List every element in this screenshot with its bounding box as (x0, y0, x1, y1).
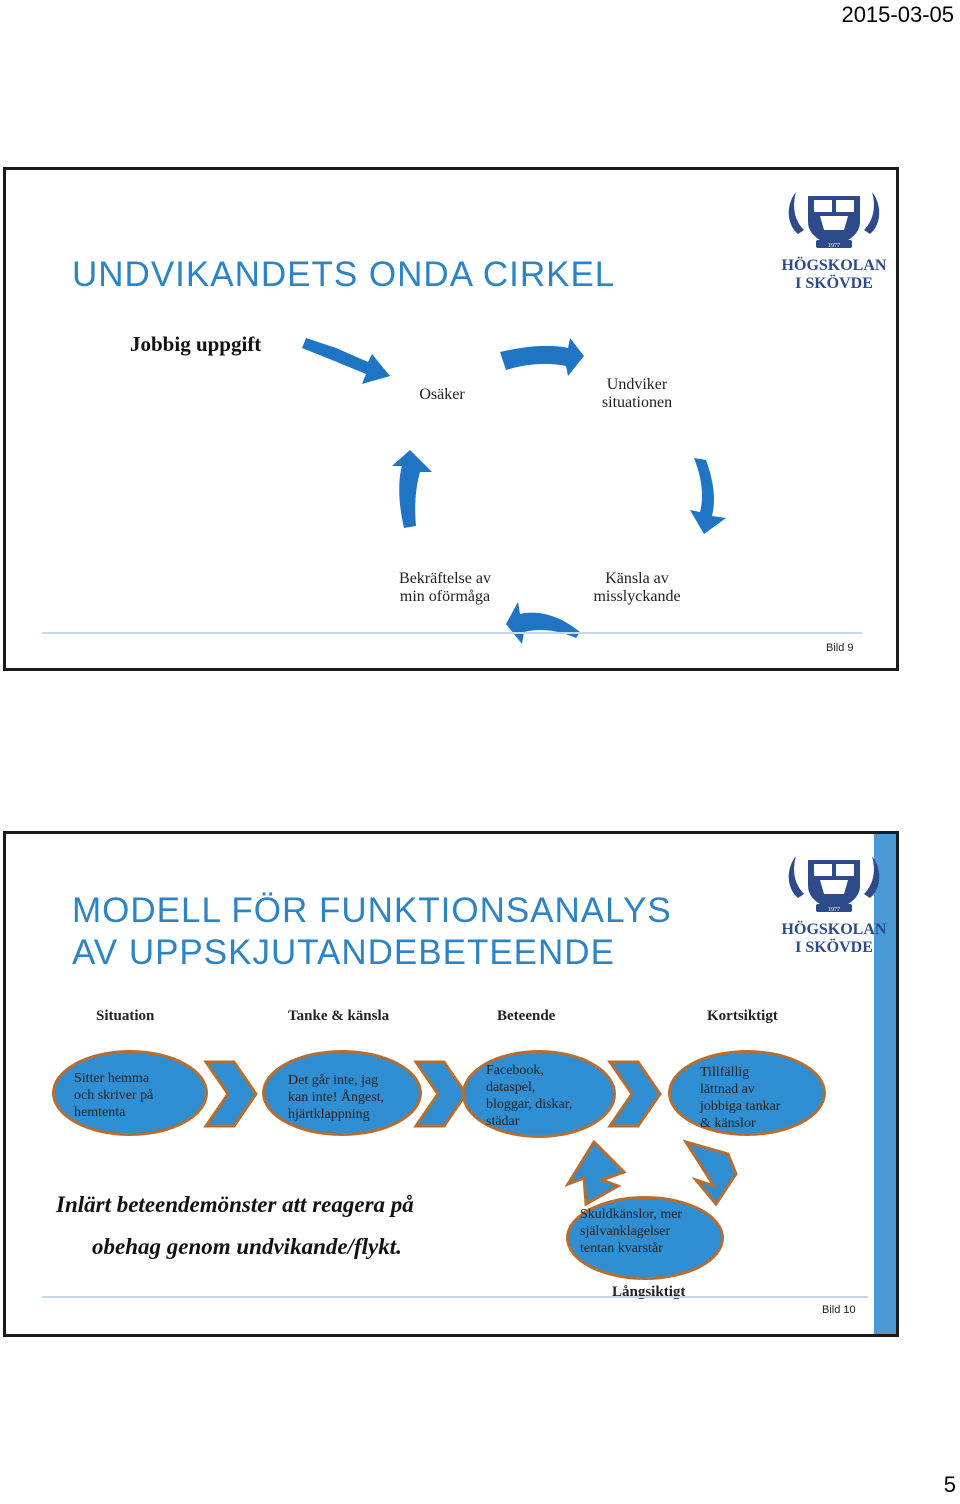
oval-kortsiktigt (668, 1050, 826, 1136)
column-header-situation: Situation (96, 1008, 155, 1024)
logo-year: 1977 (828, 907, 840, 913)
column-header-kortsiktigt: Kortsiktigt (707, 1008, 778, 1024)
long-term-label: Långsiktigt (612, 1284, 686, 1300)
slide-10-title-line-1: MODELL FÖR FUNKTIONSANALYS (72, 891, 672, 930)
oval-kortsiktigt-text: Tillfällig lättnad av jobbiga tankar & k… (700, 1065, 781, 1131)
oval-situation-text: Sitter hemma och skriver på hemtenta (74, 1071, 154, 1120)
logo-crest-icon: 1977 (788, 192, 880, 249)
arrow-start-icon (302, 338, 390, 384)
learned-pattern-line-1: Inlärt beteendemönster att reagera på (56, 1192, 414, 1217)
chevron-right-icon (607, 1060, 662, 1128)
oval-langsiktigt (566, 1196, 724, 1280)
node-bekraftelse: Bekräftelse av min oförmåga (399, 570, 491, 605)
start-label: Jobbig uppgift (130, 332, 262, 356)
logo-name-line-2: I SKÖVDE (795, 939, 873, 956)
slide-9-number: Bild 9 (826, 642, 854, 654)
slide-10-title: MODELL FÖR FUNKTIONSANALYS AV UPPSKJUTAN… (72, 890, 672, 974)
slide-10: MODELL FÖR FUNKTIONSANALYS AV UPPSKJUTAN… (3, 831, 899, 1337)
arrow-bottom-icon (506, 602, 580, 644)
header-date: 2015-03-05 (841, 2, 954, 27)
logo-name-line-1: HÖGSKOLAN (781, 257, 887, 274)
logo: 1977 HÖGSKOLAN I SKÖVDE (778, 850, 890, 956)
cycle-arrows (302, 338, 726, 644)
arrow-up-right-icon (682, 1139, 738, 1207)
side-stripe (874, 834, 896, 1334)
oval-langsiktigt-text: Skuldkänslor, mer självanklagelser tenta… (580, 1207, 683, 1256)
arrow-top-icon (500, 338, 584, 376)
footer-line (42, 1296, 868, 1298)
oval-beteende-text: Facebook, dataspel, bloggar, diskar, stä… (486, 1063, 573, 1129)
logo-year: 1977 (828, 243, 840, 249)
slide-10-title-line-2: AV UPPSKJUTANDEBETEENDE (72, 933, 615, 972)
node-osaker: Osäker (419, 386, 465, 403)
logo-name-line-2: I SKÖVDE (795, 275, 873, 292)
arrow-left-icon (392, 450, 432, 528)
slide-9-title: UNDVIKANDETS ONDA CIRKEL (72, 255, 616, 294)
arrow-down-left-icon (564, 1139, 627, 1207)
oval-tanke (262, 1050, 422, 1136)
column-header-beteende: Beteende (497, 1008, 556, 1024)
arrow-right-icon (690, 458, 726, 534)
footer-line (42, 632, 862, 634)
flow-arrows (203, 1060, 738, 1207)
oval-situation (52, 1050, 208, 1136)
learned-pattern-line-2: obehag genom undvikande/flykt. (92, 1234, 402, 1259)
slide-9: UNDVIKANDETS ONDA CIRKEL 1977 HÖGSKOLAN … (3, 167, 899, 671)
page-number: 5 (943, 1472, 956, 1497)
logo: 1977 HÖGSKOLAN I SKÖVDE (778, 186, 890, 292)
chevron-right-icon (203, 1060, 258, 1128)
node-kansla: Känsla av misslyckande (593, 570, 681, 605)
oval-beteende (462, 1050, 616, 1138)
logo-name-line-1: HÖGSKOLAN (781, 921, 887, 938)
column-header-tanke: Tanke & känsla (288, 1008, 390, 1024)
slide-10-number: Bild 10 (822, 1304, 856, 1316)
logo-crest-icon: 1977 (788, 856, 880, 913)
oval-tanke-text: Det går inte, jag kan inte! Ångest, hjär… (288, 1073, 385, 1122)
chevron-right-icon (413, 1060, 468, 1128)
node-undviker: Undviker situationen (601, 376, 673, 411)
